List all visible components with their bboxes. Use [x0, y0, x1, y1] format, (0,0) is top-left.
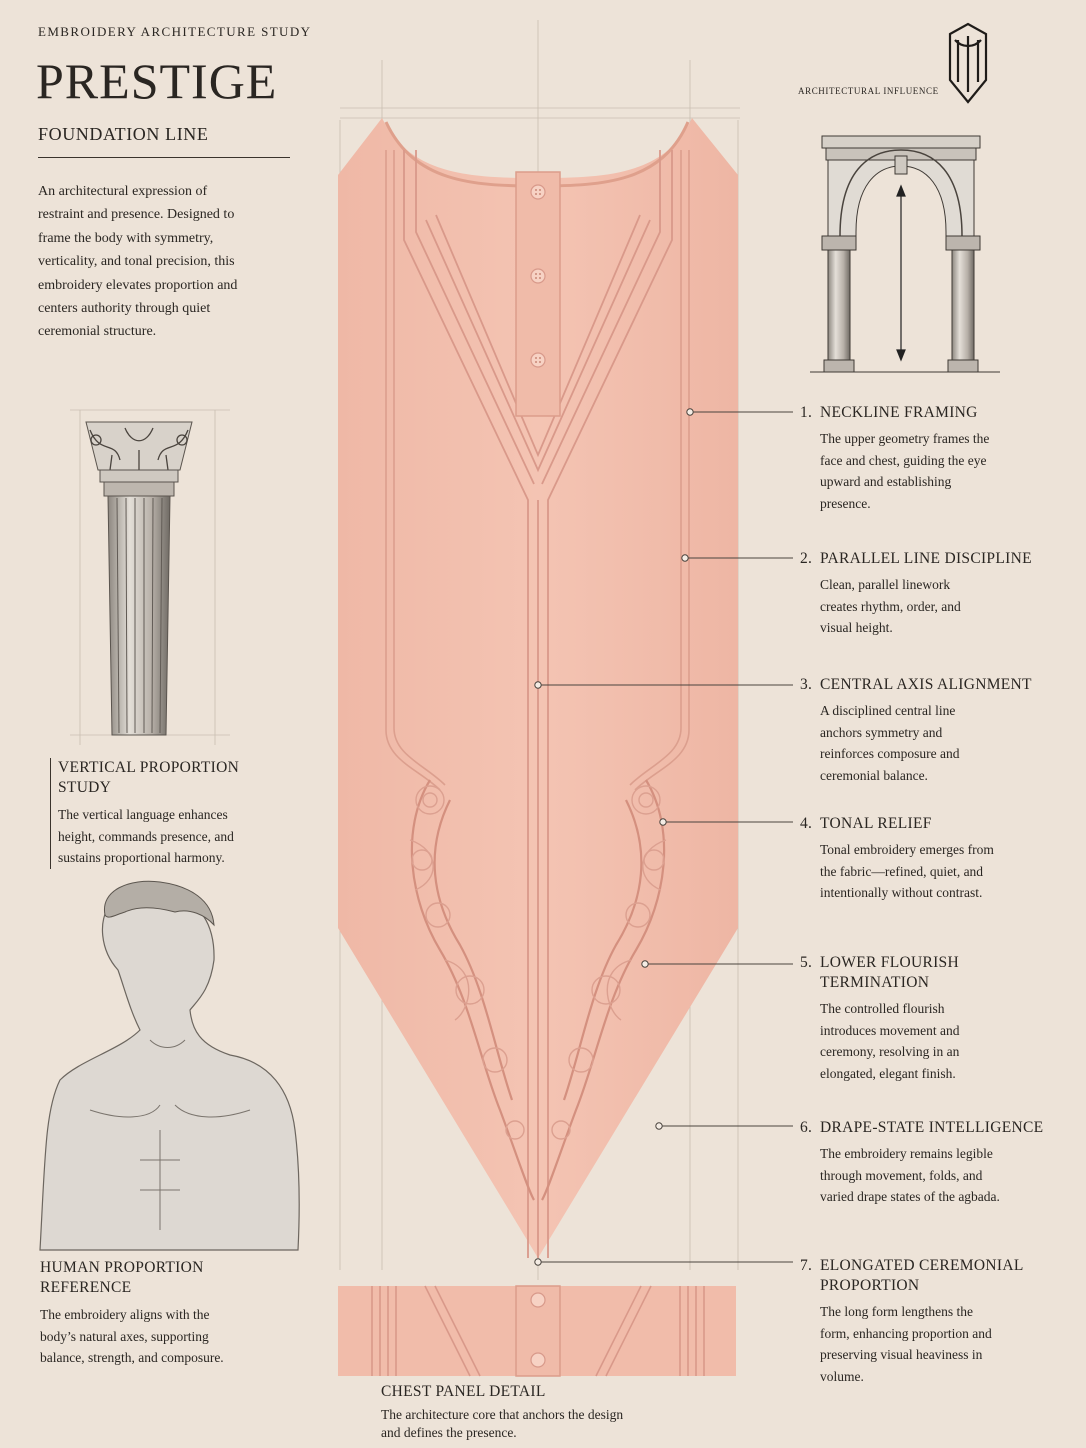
callout-body: The long form lengthens the form, enhanc…: [820, 1304, 992, 1384]
callout-body: The controlled flourish introduces movem…: [820, 1001, 960, 1081]
callout-title: DRAPE-STATE INTELLIGENCE: [820, 1119, 1044, 1136]
callout-number: 6.: [800, 1119, 813, 1136]
eyebrow-label: EMBROIDERY ARCHITECTURE STUDY: [38, 24, 312, 39]
callout-body: Tonal embroidery emerges from the fabric…: [820, 842, 994, 900]
vertical-study-body: The vertical language enhances height, c…: [58, 807, 234, 865]
callout-leaders: [534, 408, 793, 1266]
vertical-proportion-study: VERTICAL PROPORTION STUDY The vertical l…: [50, 758, 268, 869]
callout-title: PARALLEL LINE DISCIPLINE: [820, 550, 1032, 567]
intro-paragraph: An architectural expression of restraint…: [38, 184, 238, 340]
callout-number: 2.: [800, 550, 813, 567]
title-divider: [38, 157, 290, 158]
callout-body: The embroidery remains legible through m…: [820, 1146, 1000, 1204]
statue-bust: [39, 880, 300, 1251]
callout-title: CENTRAL AXIS ALIGNMENT: [820, 676, 1032, 693]
callout-number: 4.: [800, 815, 813, 832]
callout-number: 7.: [800, 1257, 813, 1274]
page-subtitle: FOUNDATION LINE: [38, 124, 209, 144]
brand-logo: [948, 22, 988, 104]
callout-6: 6. DRAPE-STATE INTELLIGENCE The embroider…: [800, 1118, 1043, 1208]
callout-5: 5. LOWER FLOURISH TERMINATION The control…: [800, 953, 1000, 1084]
callout-number: 5.: [800, 954, 813, 971]
callout-body: A disciplined central line anchors symme…: [820, 703, 960, 783]
human-reference-title: HUMAN PROPORTION REFERENCE: [40, 1259, 204, 1296]
callout-7: 7. ELONGATED CEREMONIAL PROPORTION The lo…: [800, 1256, 1023, 1387]
human-proportion-reference: HUMAN PROPORTION REFERENCE The embroider…: [40, 1258, 240, 1369]
chest-panel-caption: CHEST PANEL DETAIL The architecture core…: [381, 1382, 641, 1442]
classical-arch: [810, 135, 1000, 373]
callout-title: ELONGATED CEREMONIAL PROPORTION: [820, 1257, 1024, 1294]
corinthian-column: [85, 421, 193, 736]
callout-body: Clean, parallel linework creates rhythm,…: [820, 577, 961, 635]
chest-panel-detail: [338, 1285, 736, 1377]
callout-number: 1.: [800, 404, 813, 421]
callout-number: 3.: [800, 676, 813, 693]
callout-title: LOWER FLOURISH TERMINATION: [820, 954, 959, 991]
callout-1: 1. NECKLINE FRAMING The upper geometry fr…: [800, 403, 1000, 514]
vertical-study-title: VERTICAL PROPORTION STUDY: [58, 759, 240, 796]
architectural-influence-label: ARCHITECTURAL INFLUENCE: [798, 86, 939, 96]
callout-2: 2. PARALLEL LINE DISCIPLINE Clean, parall…: [800, 549, 1032, 639]
callout-4: 4. TONAL RELIEF Tonal embroidery emerges …: [800, 814, 995, 904]
human-reference-body: The embroidery aligns with the body’s na…: [40, 1307, 224, 1365]
callout-body: The upper geometry frames the face and c…: [820, 431, 990, 511]
callout-title: NECKLINE FRAMING: [820, 404, 978, 421]
callout-title: TONAL RELIEF: [820, 815, 932, 832]
chest-detail-body: The architecture core that anchors the d…: [381, 1407, 624, 1440]
chest-detail-title: CHEST PANEL DETAIL: [381, 1383, 546, 1400]
callout-3: 3. CENTRAL AXIS ALIGNMENT A disciplined c…: [800, 675, 1032, 786]
page-title: PRESTIGE: [36, 53, 278, 109]
